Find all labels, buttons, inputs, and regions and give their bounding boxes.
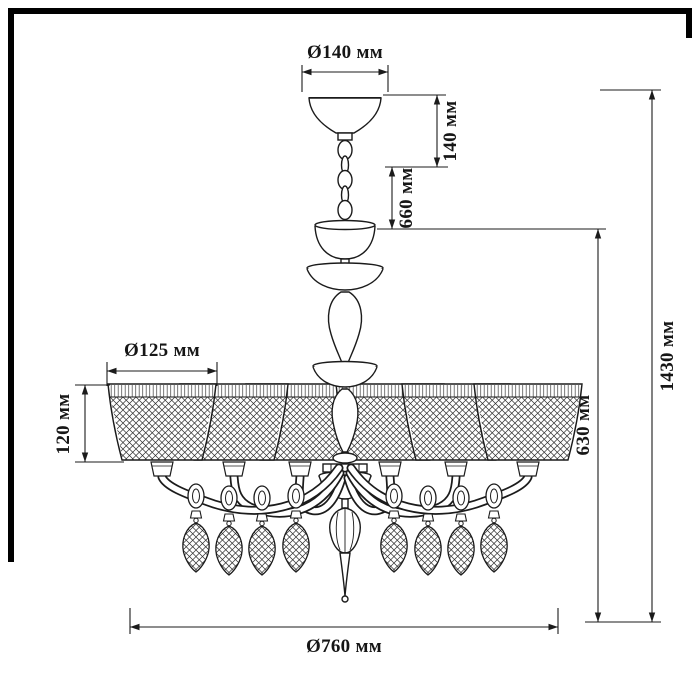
candle-cup [516,461,540,477]
ring-ornament [452,485,470,511]
label-suspension-length: 660 мм [396,168,417,229]
label-shade-height: 120 мм [53,394,74,455]
ring-ornament [419,485,437,511]
label-overall-diameter: Ø760 мм [306,636,382,657]
chain [337,139,353,221]
dimension-annotations: Ø140 мм 140 мм 660 мм 1430 мм 630 мм Ø12… [53,42,678,657]
candle-cup [444,461,468,477]
ring-ornament [253,485,271,511]
ceiling-canopy [308,97,382,141]
candle-cup [288,461,312,477]
shade [107,383,217,461]
ring-ornament [485,483,503,509]
shades-right [335,383,583,461]
ring-ornament [385,483,403,509]
dimension-labels: Ø140 мм 140 мм 660 мм 1430 мм 630 мм Ø12… [53,42,678,657]
candle-cup [378,461,402,477]
finial [329,498,361,603]
candle-cup [150,461,174,477]
shade [473,383,583,461]
label-canopy-height: 140 мм [440,101,461,162]
label-shade-diameter: Ø125 мм [124,340,200,361]
chandelier-drawing [107,97,583,603]
ring-ornament [287,483,305,509]
label-total-height: 1430 мм [657,321,678,392]
ring-ornament [220,485,238,511]
ring-ornament [187,483,205,509]
candle-cup [222,461,246,477]
center-column [306,219,384,500]
label-body-height: 630 мм [573,395,594,456]
dimension-lines [81,68,656,631]
shades-left [107,383,355,461]
photo-frame-corner [8,8,692,562]
label-canopy-diameter: Ø140 мм [307,42,383,63]
